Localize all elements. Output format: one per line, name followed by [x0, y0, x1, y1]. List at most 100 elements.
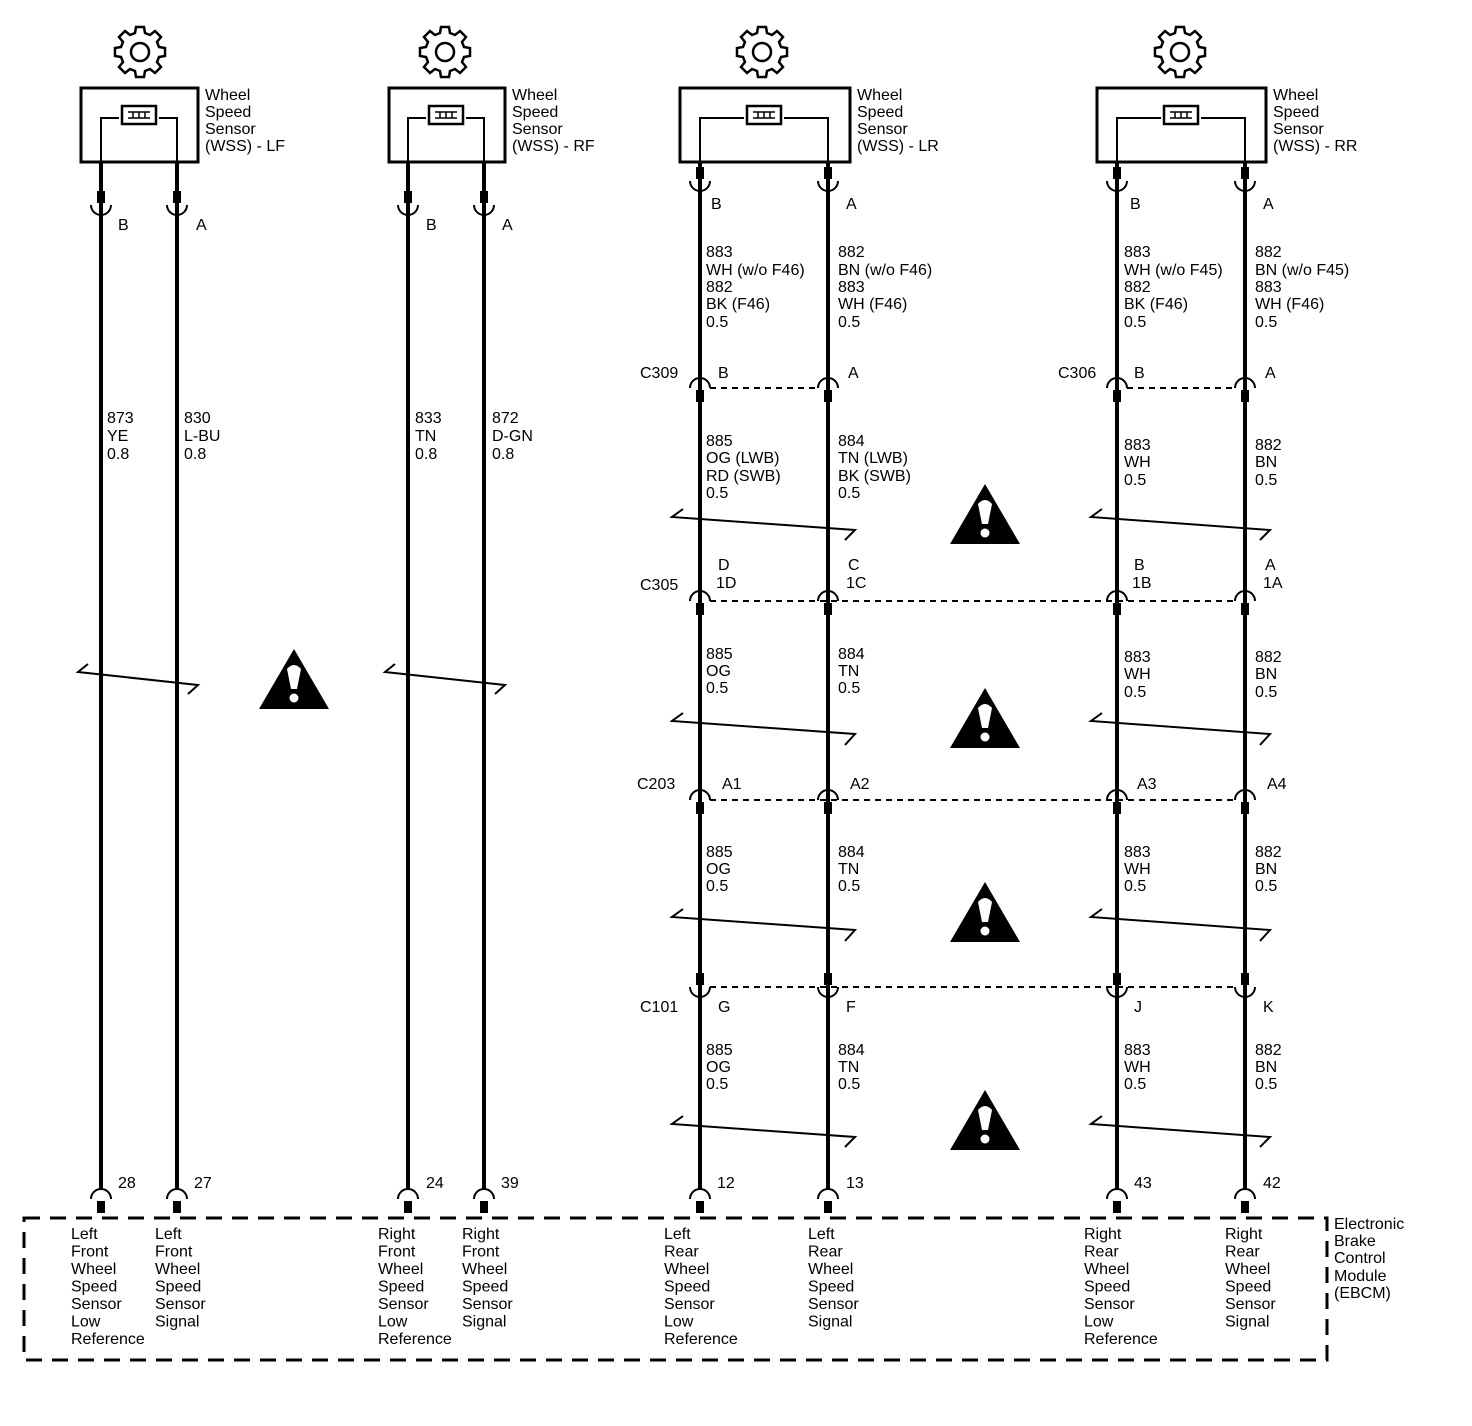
ebcm-function-text: Left — [71, 1226, 98, 1243]
terminal-cup — [1234, 590, 1256, 602]
wire-label: 882 — [1255, 244, 1282, 261]
terminal-pin — [824, 603, 832, 615]
terminal-pin — [824, 390, 832, 402]
wire-label: 883 — [1124, 649, 1151, 666]
terminal-pin — [404, 191, 412, 203]
terminal-pin — [1113, 167, 1121, 179]
ebcm-pin: 28 — [118, 1175, 136, 1192]
wire-label: WH (F46) — [1255, 296, 1324, 313]
wire-label: 0.5 — [838, 680, 860, 697]
wire-label: 883 — [1124, 244, 1151, 261]
ebcm-function-text: Front — [71, 1244, 109, 1261]
terminal-cup — [1106, 590, 1128, 602]
wire-label: 884 — [838, 433, 865, 450]
terminal-cup — [1106, 789, 1128, 801]
pin-label: A — [846, 196, 857, 213]
ebcm-pin: 12 — [717, 1175, 735, 1192]
ebcm-function-text: Signal — [1225, 1314, 1269, 1331]
terminal-pin — [1241, 603, 1249, 615]
terminal-pin — [480, 1201, 488, 1213]
terminal-cup — [1234, 1188, 1256, 1200]
connector-pin: 1C — [846, 575, 866, 592]
terminal-pin — [1241, 390, 1249, 402]
wire-label: TN — [838, 861, 859, 878]
ebcm-pin: 27 — [194, 1175, 212, 1192]
connector-c305: C305 — [640, 577, 678, 594]
terminal-pin — [1241, 802, 1249, 814]
ebcm-function-text: Sensor — [155, 1296, 206, 1313]
wire-label: 883 — [1255, 279, 1282, 296]
sensor-lf: Wheel Speed Sensor (WSS) - LF — [79, 25, 285, 164]
wire-label: 882 — [1255, 844, 1282, 861]
wire-label: OG — [706, 861, 731, 878]
wire-label: L-BU — [184, 428, 220, 445]
wire-label: WH (F46) — [838, 296, 907, 313]
ebcm-function-text: Sensor — [1225, 1296, 1276, 1313]
sensor-rr-title-3: Sensor — [1273, 121, 1324, 138]
ebcm-function-text: Front — [378, 1244, 416, 1261]
sensor-rr-title-1: Wheel — [1273, 87, 1318, 104]
connector-pin: A — [848, 365, 859, 382]
terminal-cup — [689, 180, 711, 192]
ebcm-pin: 24 — [426, 1175, 444, 1192]
terminal-cup — [1106, 377, 1128, 389]
ebcm-function-text: Speed — [462, 1279, 508, 1296]
ebcm-function-text: Speed — [71, 1279, 117, 1296]
wire-label: 884 — [838, 844, 865, 861]
terminal-cup — [166, 204, 188, 216]
pin-label: B — [1130, 196, 1141, 213]
connector-pin: 1D — [716, 575, 736, 592]
sensor-rr-title-4: (WSS) - RR — [1273, 138, 1357, 155]
terminal-cup — [473, 204, 495, 216]
ebcm-function-text: Wheel — [462, 1261, 507, 1278]
gear-icon — [113, 25, 167, 79]
wire-label: 0.5 — [1124, 1076, 1146, 1093]
connector-pin: 1B — [1132, 575, 1152, 592]
wire-label: 0.5 — [838, 1076, 860, 1093]
wires — [99, 162, 1247, 1190]
rear-seg4-labels: 885 OG 0.5 884 TN 0.5 883 WH 0.5 882 BN … — [706, 844, 1282, 895]
terminal-cup — [817, 377, 839, 389]
wire-label: 0.5 — [1255, 472, 1277, 489]
terminal-cup — [473, 1188, 495, 1200]
connector-pin: A — [1265, 557, 1276, 574]
terminal-pin — [1113, 973, 1121, 985]
ebcm-function-text: Speed — [155, 1279, 201, 1296]
ebcm-title-2: Brake — [1334, 1233, 1376, 1250]
ebcm-function-text: Wheel — [664, 1261, 709, 1278]
ebcm-function-text: Reference — [1084, 1331, 1158, 1348]
sensor-rf: Wheel Speed Sensor (WSS) - RF — [387, 25, 595, 164]
twisted-pair-lf — [75, 663, 201, 695]
terminal-cup — [817, 590, 839, 602]
wire-label: 833 — [415, 410, 442, 427]
ebcm-function-text: Front — [155, 1244, 193, 1261]
terminal-cup — [1234, 180, 1256, 192]
ebcm-function-text: Speed — [1225, 1279, 1271, 1296]
terminal-pin — [97, 1201, 105, 1213]
wire-label: RD (SWB) — [706, 468, 781, 485]
wire-label: 0.5 — [838, 314, 860, 331]
ebcm-function-text: Low — [71, 1314, 101, 1331]
terminal-cup — [90, 1188, 112, 1200]
sensor-lf-title-3: Sensor — [205, 121, 256, 138]
wire-label: 885 — [706, 433, 733, 450]
connector-pin: C — [848, 557, 860, 574]
wire-label: WH (w/o F45) — [1124, 262, 1223, 279]
wire-label: 884 — [838, 646, 865, 663]
wire-label: WH — [1124, 454, 1151, 471]
wire-label: 0.5 — [706, 485, 728, 502]
terminal-pin — [1113, 390, 1121, 402]
terminal-pin — [1113, 1201, 1121, 1213]
terminal-pin — [824, 973, 832, 985]
wire-label: 885 — [706, 844, 733, 861]
gear-icon — [735, 25, 789, 79]
ebcm-function-text: Signal — [808, 1314, 852, 1331]
wire-label: 0.5 — [1124, 314, 1146, 331]
connector-pin: A2 — [850, 776, 870, 793]
ebcm-pin: 39 — [501, 1175, 519, 1192]
ebcm-function-text: Wheel — [1225, 1261, 1270, 1278]
terminal-cup — [689, 789, 711, 801]
ebcm-title: Electronic Brake Control Module (EBCM) — [1334, 1216, 1404, 1302]
ebcm-function-text: Rear — [1225, 1244, 1260, 1261]
terminal-cup — [166, 1188, 188, 1200]
